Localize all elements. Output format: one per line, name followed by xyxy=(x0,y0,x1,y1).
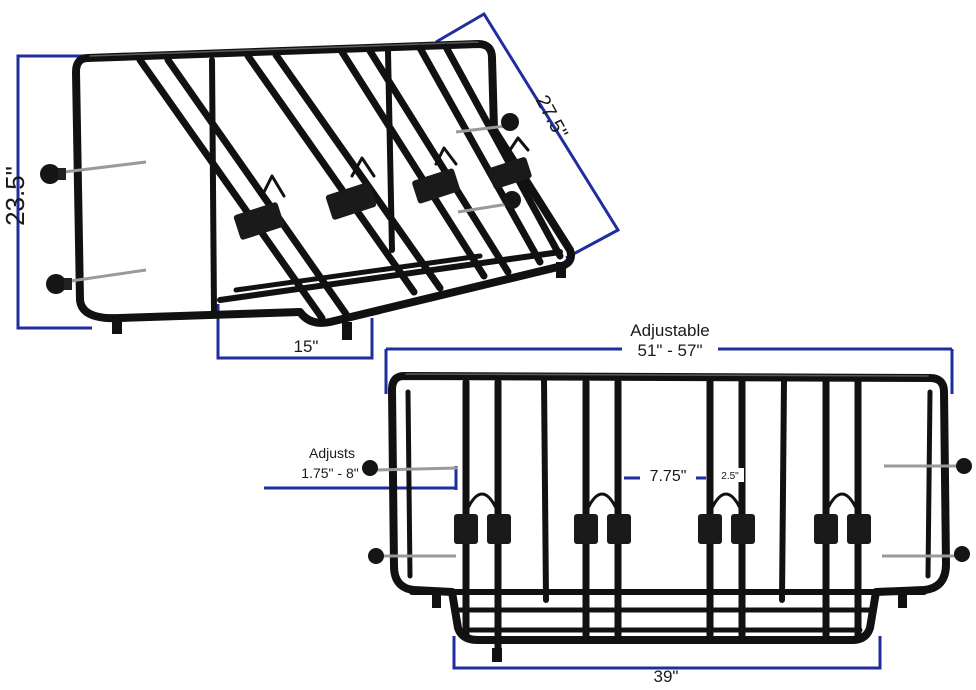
base-width-dimension: 39" xyxy=(452,636,882,686)
spacing-dimension: 7.75" 2.5" xyxy=(624,464,744,486)
front-bike-tubes xyxy=(462,377,862,662)
knob-icon xyxy=(954,546,970,562)
base-width-label: 39" xyxy=(654,667,679,686)
knob-icon xyxy=(501,113,519,131)
side-bike-tubes xyxy=(136,43,564,322)
height-label: 23.5" xyxy=(0,166,30,226)
side-wheel-clamps xyxy=(233,136,532,240)
side-adjuster-rods xyxy=(40,113,521,294)
adjusts-range-label: 1.75" - 8" xyxy=(301,465,358,481)
front-adjuster-rods xyxy=(362,458,972,564)
small-spacing-label: 2.5" xyxy=(721,471,739,482)
front-wheel-clamps xyxy=(454,492,871,544)
diagonal-label: 27.5" xyxy=(531,92,572,143)
adjustable-label: Adjustable xyxy=(630,321,709,340)
side-view-rack: 23.5" 27.5" 15" xyxy=(0,11,621,360)
width-dimension: Adjustable 51" - 57" xyxy=(384,321,954,394)
adjusts-label: Adjusts xyxy=(309,445,355,461)
diagonal-dimension: 27.5" xyxy=(435,11,621,260)
width-range-label: 51" - 57" xyxy=(638,341,703,360)
knob-icon xyxy=(40,164,60,184)
knob-icon xyxy=(956,458,972,474)
adjusts-dimension: Adjusts 1.75" - 8" xyxy=(264,445,458,490)
spacing-label: 7.75" xyxy=(650,468,687,485)
knob-icon xyxy=(503,191,521,209)
knob-icon xyxy=(368,548,384,564)
knob-icon xyxy=(362,460,378,476)
depth-dimension: 15" xyxy=(216,304,374,360)
knob-icon xyxy=(46,274,66,294)
depth-label: 15" xyxy=(294,337,319,356)
front-view-rack: Adjustable 51" - 57" Adjusts 1.75" - 8" xyxy=(264,321,972,686)
height-dimension: 23.5" xyxy=(0,54,92,330)
